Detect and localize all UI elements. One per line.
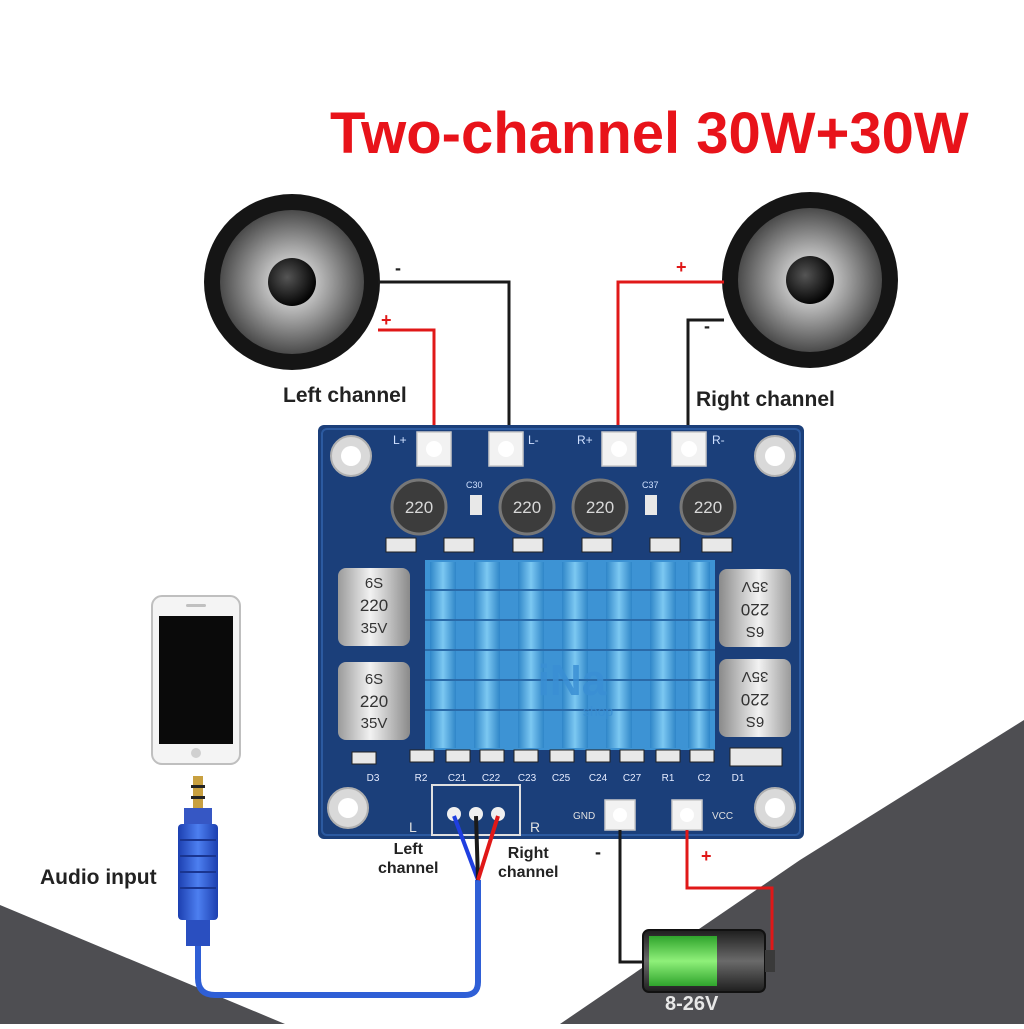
polarity-gnd-minus: -	[595, 842, 601, 862]
terminal-label-3: R+	[577, 433, 593, 447]
svg-text:220: 220	[360, 692, 388, 711]
component-label-r2: R2	[415, 773, 428, 784]
component-label-c22: C22	[482, 773, 501, 784]
wire-right-minus	[686, 318, 724, 445]
label-left-channel: Left channel	[283, 384, 407, 407]
svg-text:6S: 6S	[746, 623, 764, 640]
capacitor-4: 6S 220 35V	[719, 659, 791, 737]
jack-label-right: R	[530, 819, 540, 835]
svg-text:220: 220	[360, 596, 388, 615]
amplifier-board: L+ L- R+ R- 220 220 220 220 C30 C37	[318, 425, 804, 839]
audio-cable	[195, 880, 481, 998]
svg-text:6S: 6S	[365, 671, 383, 688]
inductor-label-4: 220	[694, 498, 722, 517]
svg-text:6S: 6S	[365, 575, 383, 592]
watermark-sub: shop	[583, 703, 614, 719]
wire-audio-right	[476, 815, 500, 881]
capacitor-2: 6S 220 35V	[338, 662, 410, 740]
svg-text:6S: 6S	[746, 713, 764, 730]
capacitor-1: 6S 220 35V	[338, 568, 410, 646]
label-left-channel-input: Left channel	[378, 841, 439, 877]
wire-audio-left	[452, 815, 480, 881]
wire-gnd	[618, 830, 645, 964]
svg-text:35V: 35V	[361, 620, 388, 637]
small-label-c30: C30	[466, 480, 483, 490]
svg-text:35V: 35V	[361, 715, 388, 732]
gnd-label: GND	[573, 811, 595, 822]
wire-audio-ground	[474, 815, 480, 881]
polarity-left-minus: -	[395, 258, 401, 278]
terminal-label-1: L+	[393, 433, 407, 447]
svg-text:220: 220	[741, 600, 769, 619]
svg-text:35V: 35V	[742, 668, 769, 685]
heatsink	[425, 560, 715, 750]
small-label-c37: C37	[642, 480, 659, 490]
label-right-channel-input: Right channel	[498, 845, 559, 881]
left-speaker	[204, 194, 380, 370]
polarity-right-plus: +	[676, 257, 687, 277]
capacitor-3: 6S 220 35V	[719, 569, 791, 647]
svg-text:35V: 35V	[742, 578, 769, 595]
label-voltage: 8-26V	[665, 993, 719, 1015]
polarity-vcc-plus: +	[701, 846, 712, 866]
right-speaker	[722, 192, 898, 368]
component-label-c21: C21	[448, 773, 467, 784]
page-title: Two-channel 30W+30W	[330, 101, 969, 166]
component-label-d1: D1	[732, 773, 745, 784]
component-label-c23: C23	[518, 773, 537, 784]
component-label-c24: C24	[589, 773, 608, 784]
audio-plug	[178, 776, 218, 946]
inductor-label-3: 220	[586, 498, 614, 517]
label-right-channel: Right channel	[696, 388, 835, 411]
polarity-right-minus: -	[704, 316, 710, 336]
vcc-label: VCC	[712, 811, 733, 822]
inductor-label-1: 220	[405, 498, 433, 517]
wire-right-plus	[616, 280, 724, 445]
polarity-left-plus: +	[381, 310, 392, 330]
component-label-d3: D3	[367, 773, 380, 784]
component-label-c2: C2	[698, 773, 711, 784]
inductors: 220 220 220 220	[390, 478, 737, 536]
wire-left-plus	[378, 328, 436, 445]
component-label-c25: C25	[552, 773, 571, 784]
component-labels: D3 R2 C21 C22 C23 C25 C24 C27 R1 C2 D1	[367, 773, 745, 784]
jack-label-left: L	[409, 819, 417, 835]
gray-band-left	[0, 905, 285, 1024]
smartphone	[151, 595, 241, 765]
component-label-c27: C27	[623, 773, 642, 784]
label-audio-input: Audio input	[40, 866, 157, 889]
wire-left-minus	[378, 280, 511, 445]
watermark-main: iNa	[538, 656, 607, 705]
terminal-label-4: R-	[712, 433, 725, 447]
battery	[642, 929, 775, 993]
wire-vcc	[685, 830, 774, 958]
component-label-r1: R1	[662, 773, 675, 784]
svg-text:220: 220	[741, 690, 769, 709]
terminal-label-2: L-	[528, 433, 539, 447]
inductor-label-2: 220	[513, 498, 541, 517]
